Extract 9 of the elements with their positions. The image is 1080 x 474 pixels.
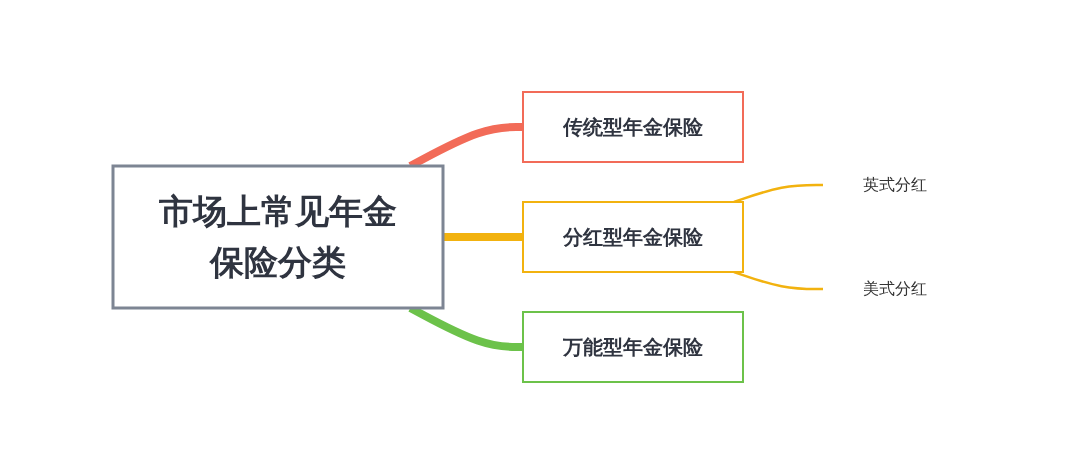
node-box: 分红型年金保险 xyxy=(522,201,744,273)
connector xyxy=(733,183,823,204)
connector xyxy=(733,270,823,291)
node-box: 传统型年金保险 xyxy=(522,91,744,163)
connector xyxy=(443,233,523,241)
node-box: 市场上常见年金保险分类 xyxy=(111,164,445,310)
node-text: 英式分红 xyxy=(863,175,927,194)
node-box: 万能型年金保险 xyxy=(522,311,744,383)
node-text: 美式分红 xyxy=(863,279,927,298)
